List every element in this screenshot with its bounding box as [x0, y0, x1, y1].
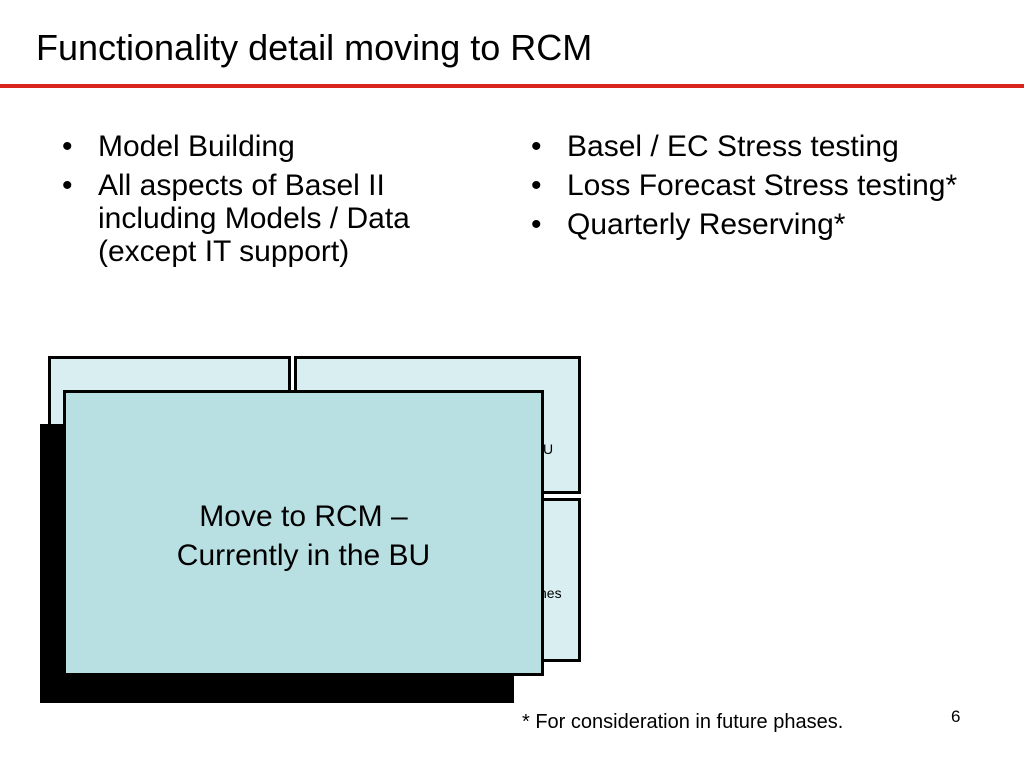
background-box-text: U	[543, 441, 554, 457]
callout-box: Move to RCM – Currently in the BU	[63, 390, 544, 676]
background-box-text: nes	[539, 585, 562, 601]
callout-line-2: Currently in the BU	[176, 539, 431, 572]
callout-text: Move to RCM – Currently in the BU	[66, 497, 541, 575]
bullet-item: Model Building	[58, 130, 458, 163]
left-bullet-list: Model Building All aspects of Basel II i…	[58, 130, 458, 274]
footnote: * For consideration in future phases.	[522, 711, 844, 733]
bullet-item: Loss Forecast Stress testing*	[527, 169, 967, 202]
slide-title: Functionality detail moving to RCM	[36, 27, 593, 68]
bullet-item: Quarterly Reserving*	[527, 208, 967, 241]
page-number: 6	[951, 707, 961, 726]
callout-line-1: Move to RCM –	[199, 500, 408, 533]
title-divider	[0, 84, 1024, 88]
right-bullet-list: Basel / EC Stress testing Loss Forecast …	[527, 130, 967, 247]
bullet-item: All aspects of Basel II including Models…	[58, 169, 458, 268]
bullet-item: Basel / EC Stress testing	[527, 130, 967, 163]
